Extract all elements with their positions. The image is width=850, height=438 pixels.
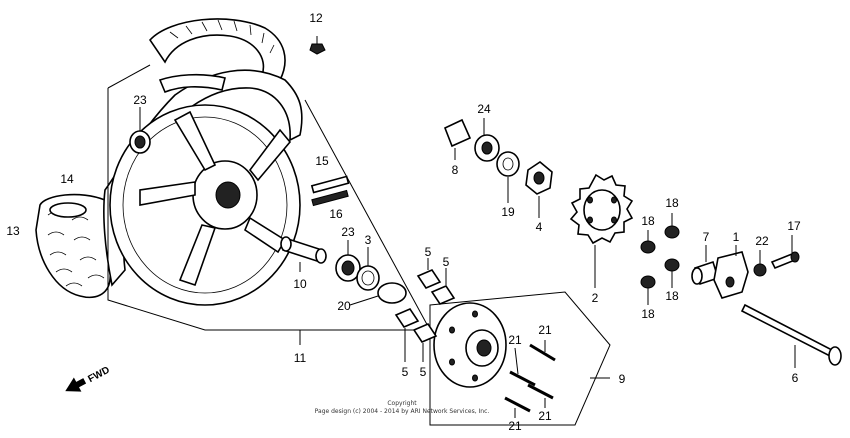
copyright-line-2: Page design (c) 2004 - 2014 by ARI Netwo… <box>315 408 490 415</box>
callout-4: 4 <box>536 220 543 234</box>
callout-17: 17 <box>787 219 801 233</box>
callout-20: 20 <box>337 299 351 313</box>
callout-24: 24 <box>477 102 491 116</box>
copyright-line-1: Copyright <box>387 400 417 407</box>
callout-1: 1 <box>733 230 740 244</box>
copyright-notice: Copyright Page design (c) 2004 - 2014 by… <box>315 400 490 415</box>
callout-11: 11 <box>294 351 307 365</box>
callout-9: 9 <box>619 372 626 386</box>
callout-5-bottom-left: 5 <box>402 365 409 379</box>
callout-23-lower: 23 <box>341 225 355 239</box>
forward-arrow-icon <box>65 377 87 392</box>
callout-22: 22 <box>755 234 769 248</box>
callout-8: 8 <box>452 163 459 177</box>
callout-18-c: 18 <box>665 289 679 303</box>
wheel <box>109 73 301 306</box>
hub-group-9 <box>394 258 611 426</box>
callout-2: 2 <box>592 291 599 305</box>
callout-5-top-left: 5 <box>425 245 432 259</box>
callout-13: 13 <box>6 224 20 238</box>
callout-18-d: 18 <box>641 307 655 321</box>
forward-direction-indicator: FWD <box>65 365 112 392</box>
group-bracket-11 <box>107 64 431 345</box>
direction-label: FWD <box>86 365 111 385</box>
callout-23-upper: 23 <box>133 93 147 107</box>
small-parts <box>129 36 842 368</box>
callout-21-d: 21 <box>508 419 522 433</box>
callout-14: 14 <box>60 172 74 186</box>
sprocket <box>569 173 634 288</box>
callout-15: 15 <box>315 154 329 168</box>
callout-12: 12 <box>309 11 323 25</box>
callout-21-b: 21 <box>508 333 522 347</box>
callout-labels: 12 23 14 13 15 16 23 3 10 20 11 24 8 19 … <box>6 11 801 433</box>
callout-10: 10 <box>293 277 307 291</box>
callout-18-b: 18 <box>641 214 655 228</box>
callout-5-top-right: 5 <box>443 255 450 269</box>
callout-21-a: 21 <box>538 323 552 337</box>
callout-3: 3 <box>365 233 372 247</box>
callout-16: 16 <box>329 207 343 221</box>
callout-5-bottom-right: 5 <box>420 365 427 379</box>
callout-7: 7 <box>703 230 710 244</box>
callout-21-c: 21 <box>538 409 552 423</box>
callout-18-a: 18 <box>665 196 679 210</box>
callout-6: 6 <box>792 371 799 385</box>
callout-19: 19 <box>501 205 515 219</box>
